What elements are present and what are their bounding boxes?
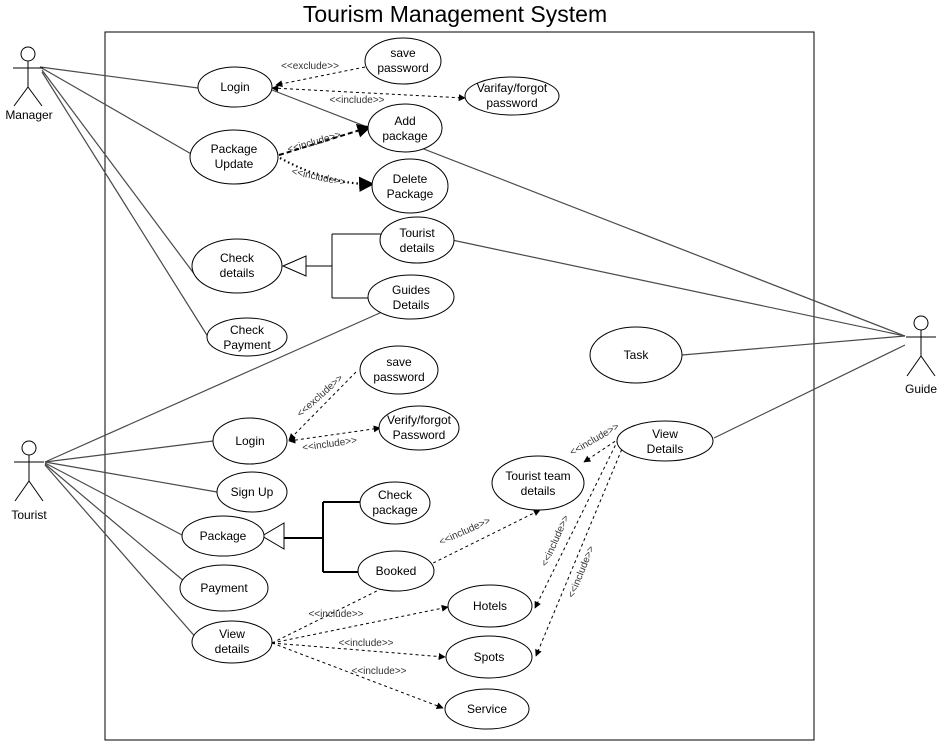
svg-text:details: details [400,241,435,255]
use-case-save-password-1[interactable]: save password [364,37,442,85]
use-case-booked[interactable]: Booked [357,550,435,592]
generalization-check-details [281,233,382,299]
relation-labels: <<exclude>> <<include>> <<include>> <<in… [281,61,621,677]
svg-text:Hotels: Hotels [473,599,507,613]
use-case-tourist-details[interactable]: Tourist details [379,216,455,264]
use-case-task[interactable]: Task [589,326,683,384]
svg-text:password: password [377,61,428,75]
use-case-check-package[interactable]: Check package [359,481,431,525]
use-case-check-payment[interactable]: Check Payment [206,317,288,357]
use-case-add-package[interactable]: Add package [367,103,443,153]
svg-text:Password: Password [393,428,446,442]
svg-text:Verify/forgot: Verify/forgot [387,413,452,427]
label-exclude-1: <<exclude>> [281,61,339,72]
actor-label-guide: Guide [905,382,937,396]
label-include-verify: <<include>> [302,435,358,454]
label-include-add: <<include>> [286,130,342,156]
svg-text:Package: Package [387,187,434,201]
use-case-spots[interactable]: Spots [445,635,533,679]
use-case-sign-up[interactable]: Sign Up [216,471,288,513]
use-case-hotels[interactable]: Hotels [447,584,533,628]
dependencies [271,66,625,710]
label-include-hotels: <<include>> [308,609,363,620]
svg-text:save: save [390,46,416,60]
use-case-service[interactable]: Service [444,688,530,730]
svg-text:View: View [219,627,245,641]
use-case-manager-login[interactable]: Login [197,66,273,108]
svg-text:Login: Login [220,80,249,94]
use-case-view-details-tourist[interactable]: View details [191,620,273,664]
actor-label-tourist: Tourist [11,508,47,522]
label-include-service: <<include>> [351,666,406,677]
label-include-team: <<include>> [568,421,621,458]
svg-text:package: package [372,503,418,517]
use-case-payment[interactable]: Payment [179,564,269,612]
label-include-delete: <<include>> [290,166,346,188]
svg-text:Login: Login [235,434,264,448]
diagram-title: Tourism Management System [303,1,607,27]
actor-tourist[interactable]: Tourist [11,440,47,522]
label-include-hotels-guide: <<include>> [539,513,572,568]
svg-text:Varifay/forgot: Varifay/forgot [477,81,548,95]
svg-text:Check: Check [230,323,265,337]
generalization-package [261,501,360,573]
use-case-save-password-2[interactable]: save password [359,345,439,395]
svg-text:Tourist team: Tourist team [505,469,570,483]
use-case-tourist-login[interactable]: Login [212,417,288,465]
label-include-1: <<include>> [329,95,384,106]
svg-text:Task: Task [624,348,650,362]
actor-manager[interactable]: Manager [5,46,53,122]
actor-label-manager: Manager [5,108,52,122]
svg-text:Package: Package [200,529,247,543]
associations [39,66,906,641]
system-boundary [104,31,815,741]
svg-text:Details: Details [647,442,684,456]
svg-text:save: save [386,355,412,369]
svg-text:details: details [215,642,250,656]
svg-text:Details: Details [393,298,430,312]
svg-text:details: details [220,266,255,280]
label-include-spots: <<include>> [338,638,393,649]
svg-text:Payment: Payment [200,581,248,595]
svg-text:Service: Service [467,702,507,716]
svg-text:Update: Update [215,157,254,171]
svg-text:Tourist: Tourist [399,226,435,240]
use-case-verify-forgot-password[interactable]: Verify/forgot Password [378,405,460,451]
svg-text:Guides: Guides [392,283,430,297]
use-case-package-update[interactable]: Package Update [189,129,279,185]
svg-text:Package: Package [211,142,258,156]
use-case-tourist-team-details[interactable]: Tourist team details [491,455,585,511]
svg-text:Check: Check [378,488,413,502]
use-case-view-details-guide[interactable]: View Details [616,420,714,462]
svg-text:details: details [521,484,556,498]
svg-text:Sign Up: Sign Up [231,485,274,499]
use-case-check-details[interactable]: Check details [191,238,283,294]
svg-text:Add: Add [394,114,415,128]
svg-text:password: password [486,96,537,110]
use-case-delete-package[interactable]: Delete Package [371,158,449,214]
use-case-package[interactable]: Package [181,515,265,557]
label-exclude-2: <<exclude>> [295,373,345,420]
svg-text:Payment: Payment [223,338,271,352]
svg-text:Booked: Booked [376,564,417,578]
actor-guide[interactable]: Guide [905,315,937,396]
svg-text:Spots: Spots [474,650,505,664]
use-case-guides-details[interactable]: Guides Details [367,274,455,320]
svg-text:package: package [382,129,428,143]
label-include-booked: <<include>> [438,515,493,548]
svg-text:Check: Check [220,251,255,265]
svg-text:Delete: Delete [393,172,428,186]
svg-text:View: View [652,427,678,441]
svg-text:password: password [373,370,424,384]
use-case-varifay-forgot-password[interactable]: Varifay/forgot password [464,76,560,116]
